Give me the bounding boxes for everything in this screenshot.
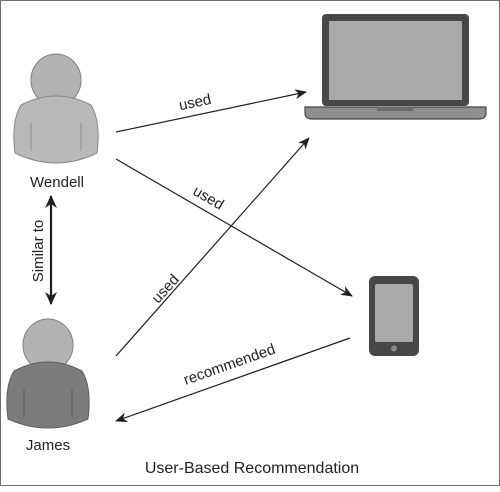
edge-label-phone-james: recommended <box>181 341 277 389</box>
edge-phone-james <box>115 337 351 423</box>
laptop-icon <box>304 14 487 120</box>
user-name-james: James <box>26 437 70 454</box>
user-name-wendell: Wendell <box>30 174 84 191</box>
smartphone-icon <box>369 276 419 356</box>
diagram-caption: User-Based Recommendation <box>145 460 359 477</box>
edge-label-wendell-laptop: used <box>177 91 212 114</box>
person-icon-wendell <box>13 53 99 164</box>
edge-wendell-phone <box>115 158 353 297</box>
edge-label-james-laptop: used <box>148 271 182 307</box>
edge-james-laptop <box>115 137 310 357</box>
person-icon-james <box>6 318 90 429</box>
edge-label-wendell-phone: used <box>190 183 227 214</box>
edge-wendell-laptop <box>115 89 307 133</box>
similarity-label: Similar to <box>30 220 47 283</box>
